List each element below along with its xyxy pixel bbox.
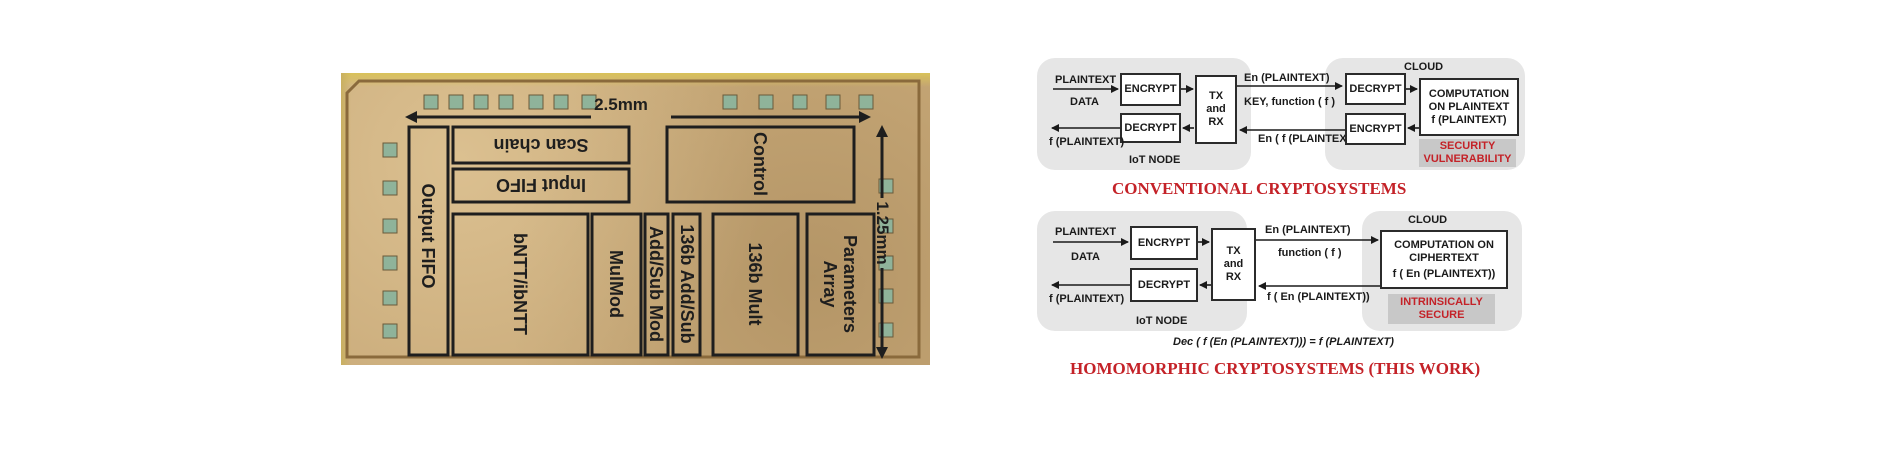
homo-computation-box: COMPUTATION ON CIPHERTEXT f ( En (PLAINT… <box>1380 230 1508 289</box>
width-dimension-arrow <box>405 111 871 123</box>
homomorphic-heading: HOMOMORPHIC CRYPTOSYSTEMS (THIS WORK) <box>1070 359 1481 378</box>
conv-computation-box: COMPUTATION ON PLAINTEXT f (PLAINTEXT) <box>1419 78 1519 136</box>
conv-output-label: f (PLAINTEXT) <box>1049 136 1125 148</box>
conventional-heading: CONVENTIONAL CRYPTOSYSTEMS <box>1112 179 1407 198</box>
conv-txrx-line2: and <box>1206 103 1226 115</box>
homo-iot-node-label: IoT NODE <box>1136 315 1188 327</box>
homo-data-label: DATA <box>1071 251 1100 263</box>
homo-txrx-box: TX and RX <box>1211 228 1256 301</box>
conv-txrx-box: TX and RX <box>1195 75 1237 144</box>
homo-secure-line1: INTRINSICALLY <box>1400 296 1483 308</box>
homo-txrx-line1: TX <box>1226 245 1241 257</box>
homo-plaintext-label: PLAINTEXT <box>1055 226 1117 238</box>
homo-link-mid-label: function ( f ) <box>1278 247 1342 259</box>
conv-security-vulnerability-badge: SECURITY VULNERABILITY <box>1419 139 1516 167</box>
chip-width-label: 2.5mm <box>594 95 648 114</box>
homo-comp-line2: CIPHERTEXT <box>1409 251 1479 264</box>
conv-cloud-encrypt-box: ENCRYPT <box>1345 113 1406 145</box>
conv-plaintext-label: PLAINTEXT <box>1055 74 1117 86</box>
conv-cloud-decrypt-box: DECRYPT <box>1345 73 1406 105</box>
homo-comp-line3: f ( En (PLAINTEXT)) <box>1392 267 1496 280</box>
homo-secure-line2: SECURE <box>1418 309 1465 321</box>
homo-link-top-label: En (PLAINTEXT) <box>1265 224 1351 236</box>
conv-comp-line2: ON PLAINTEXT <box>1428 100 1510 113</box>
conv-data-label: DATA <box>1070 96 1099 108</box>
conv-txrx-line1: TX <box>1208 90 1224 102</box>
homo-txrx-line3: RX <box>1225 271 1242 283</box>
homo-cloud-label: CLOUD <box>1408 214 1448 226</box>
homo-encrypt-box: ENCRYPT <box>1130 226 1198 260</box>
height-dimension-arrow <box>876 125 888 359</box>
conv-link-bottom-label: En ( f (PLAINTEXT)) <box>1258 133 1361 145</box>
conv-decrypt-box: DECRYPT <box>1120 113 1181 143</box>
block-outlines <box>407 125 876 357</box>
conv-cloud-label: CLOUD <box>1404 61 1444 73</box>
homo-output-label: f (PLAINTEXT) <box>1049 293 1125 305</box>
conv-iot-node-label: IoT NODE <box>1129 154 1181 166</box>
conv-encrypt-box: ENCRYPT <box>1120 73 1181 106</box>
homo-equation: Dec ( f (En (PLAINTEXT))) = f (PLAINTEXT… <box>1173 336 1394 348</box>
homo-link-bottom-label: f ( En (PLAINTEXT)) <box>1267 291 1370 303</box>
conv-comp-line1: COMPUTATION <box>1428 87 1510 100</box>
conv-warning-line2: VULNERABILITY <box>1423 153 1512 165</box>
top-pads <box>423 94 874 110</box>
conv-link-mid-label: KEY, function ( f ) <box>1244 96 1336 108</box>
conv-comp-line3: f (PLAINTEXT) <box>1431 113 1507 126</box>
homo-intrinsically-secure-badge: INTRINSICALLY SECURE <box>1388 294 1495 324</box>
conv-warning-line1: SECURITY <box>1439 140 1496 152</box>
homo-txrx-line2: and <box>1223 258 1244 270</box>
conv-link-top-label: En (PLAINTEXT) <box>1244 72 1330 84</box>
left-pads <box>382 142 398 339</box>
die-outline <box>345 79 921 359</box>
conv-txrx-line3: RX <box>1208 116 1224 128</box>
chip-die-photo: 2.5mm 1.25mm Scan chain Input FIFO Contr… <box>341 73 930 365</box>
homo-comp-line1: COMPUTATION ON <box>1394 238 1494 251</box>
homo-decrypt-box: DECRYPT <box>1130 268 1198 302</box>
chip-layout-svg <box>345 79 921 359</box>
